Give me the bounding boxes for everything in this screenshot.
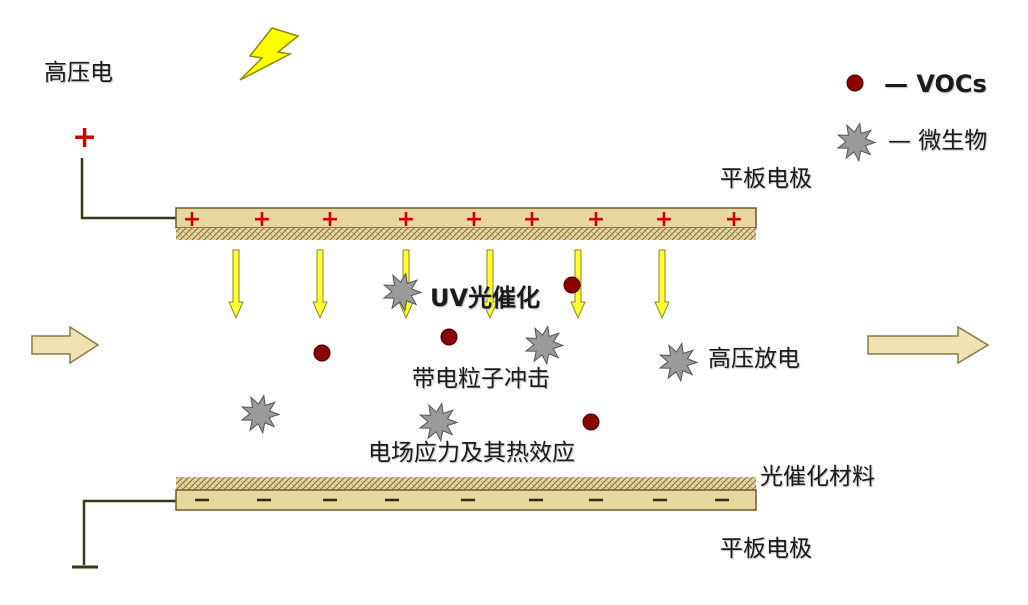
voc-particle-icon (563, 276, 581, 294)
top-plate-label: 平板电极 (720, 166, 812, 192)
legend-vocs-label: — VOCs (884, 70, 987, 98)
bottom-wire (82, 499, 176, 565)
voc-particle-icon (440, 328, 458, 346)
plus-charge: + (465, 207, 483, 232)
voc-particles (313, 74, 864, 431)
charged-particle-impact-label: 带电粒子冲击 (412, 366, 550, 392)
voc-particle-icon (582, 413, 600, 431)
legend-microbe-label: — 微生物 (888, 128, 988, 154)
positive-terminal: + (72, 120, 97, 155)
microbe-icon (240, 393, 281, 435)
bottom-plate-label: 平板电极 (720, 536, 812, 562)
legend-microbe-icon (836, 121, 877, 163)
high-voltage-discharge-label: 高压放电 (708, 346, 800, 372)
microbe-icon (382, 271, 423, 313)
top-wire (80, 158, 176, 220)
plus-charge: + (321, 207, 339, 232)
legend-voc-icon (846, 74, 864, 92)
field-stress-thermal-label: 电场应力及其热效应 (368, 440, 575, 466)
top-plate-charges: + + + + + + + + + (183, 207, 743, 232)
uv-photocatalysis-label: UV光催化 (430, 284, 541, 312)
uv-arrow (228, 249, 244, 320)
microbe-icon (524, 324, 565, 366)
outflow-arrow (867, 325, 990, 365)
high-voltage-label: 高压电 (44, 60, 113, 86)
microbe-icon (658, 341, 699, 383)
plus-charge: + (725, 207, 743, 232)
plus-charge: + (183, 207, 201, 232)
voc-particle-icon (313, 344, 331, 362)
uv-arrow (312, 249, 328, 320)
plus-charge: + (253, 207, 271, 232)
microbe-icon (418, 401, 459, 443)
top-catalyst-layer (176, 228, 756, 240)
uv-arrow (482, 249, 498, 320)
uv-arrow (654, 249, 670, 320)
plus-charge: + (655, 207, 673, 232)
bottom-catalyst-layer (176, 477, 756, 490)
plus-charge: + (523, 207, 541, 232)
inflow-arrow (31, 325, 100, 365)
photocatalytic-material-label: 光催化材料 (760, 464, 875, 490)
lightning-bolt-icon (239, 27, 300, 81)
positive-terminal-sign: + (72, 120, 97, 155)
plus-charge: + (587, 207, 605, 232)
plus-charge: + (397, 207, 415, 232)
microbe-particles (240, 121, 877, 443)
